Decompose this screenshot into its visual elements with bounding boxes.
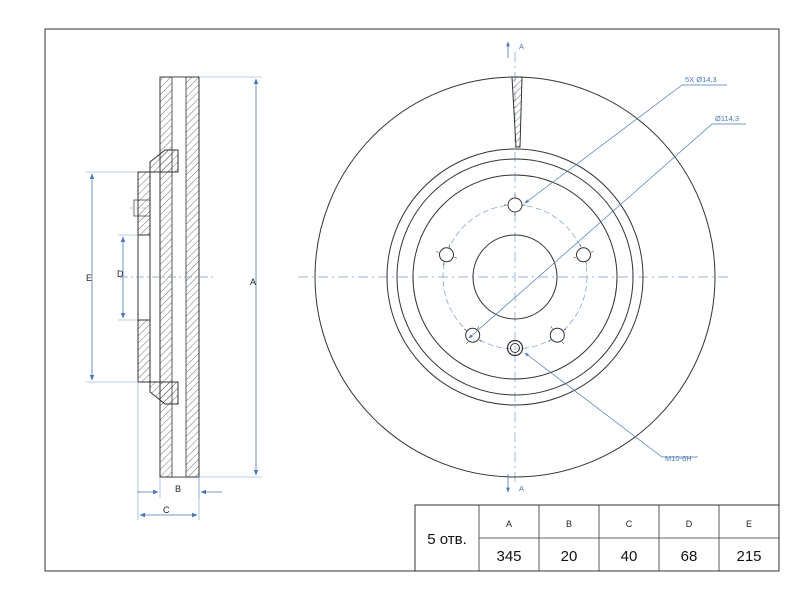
dim-label-b: B xyxy=(175,484,181,494)
spec-table-header-e: E xyxy=(746,519,752,529)
bolt-holes xyxy=(436,194,594,345)
callout-bolt-holes-text: 5X Ø14,3 xyxy=(685,75,717,84)
bolt-hole-centermark xyxy=(436,251,439,253)
spec-table-header-d: D xyxy=(686,519,693,529)
bolt-hole-centermark xyxy=(585,262,588,266)
bolt-hole-centermark xyxy=(550,326,553,329)
bolt-hole-centermark xyxy=(477,326,480,329)
bolt-hole-centermark xyxy=(448,244,451,248)
dimension-D: D xyxy=(117,234,138,321)
spec-table: 5 отв. A B C D E 345 20 40 68 215 xyxy=(414,504,780,572)
callout-thread-text: M10-6H xyxy=(665,454,692,463)
bolt-hole-centermark xyxy=(454,256,458,259)
dim-label-c: C xyxy=(163,505,170,515)
bolt-hole-centermark xyxy=(572,256,576,259)
bolt-hole-centermark xyxy=(579,244,582,248)
dimension-E: E xyxy=(86,171,138,383)
side-section-view xyxy=(120,76,215,478)
bolt-hole xyxy=(439,247,454,263)
bolt-hole-centermark xyxy=(463,328,467,331)
callout-thread: M10-6H xyxy=(524,352,698,463)
spec-table-value-c: 40 xyxy=(621,548,638,565)
spec-table-value-d: 68 xyxy=(681,548,698,565)
bolt-hole-centermark xyxy=(561,341,565,345)
spec-table-title: 5 отв. xyxy=(427,531,467,548)
bolt-hole-centermark xyxy=(591,251,594,253)
dim-label-a: A xyxy=(250,277,256,287)
spec-table-value-e: 215 xyxy=(736,548,761,565)
dimension-C: C xyxy=(137,382,200,520)
section-label-top: A xyxy=(519,42,524,51)
callout-pitch-circle: Ø114,3 xyxy=(468,114,746,339)
section-marker-bottom: A xyxy=(506,474,524,493)
spec-table-header-b: B xyxy=(566,519,572,529)
dimension-A: A xyxy=(199,76,262,478)
spec-table-value-a: 345 xyxy=(496,548,521,565)
vane-detail xyxy=(511,76,523,148)
threaded-hole xyxy=(506,339,524,357)
sheet-border xyxy=(44,28,780,572)
dim-label-e: E xyxy=(86,273,92,283)
bolt-hole-centermark xyxy=(548,339,551,342)
section-label-bottom: A xyxy=(519,484,524,493)
bolt-hole xyxy=(507,197,523,213)
spec-table-header-a: A xyxy=(506,519,512,529)
bolt-hole xyxy=(576,247,591,263)
callout-bolt-holes: 5X Ø14,3 xyxy=(524,75,727,204)
dim-label-d: D xyxy=(117,269,124,279)
bolt-hole-centermark xyxy=(479,339,482,342)
section-marker-top: A xyxy=(506,41,524,58)
bolt-hole-centermark xyxy=(563,328,567,331)
spec-table-value-b: 20 xyxy=(561,548,578,565)
spec-table-header-c: C xyxy=(626,519,633,529)
bolt-hole-centermark xyxy=(442,262,445,266)
front-face-view xyxy=(298,52,728,484)
dimension-B: B xyxy=(137,477,222,498)
callout-pitch-circle-text: Ø114,3 xyxy=(715,114,739,123)
bolt-hole xyxy=(549,327,565,343)
bolt-hole-centermark xyxy=(465,341,469,345)
